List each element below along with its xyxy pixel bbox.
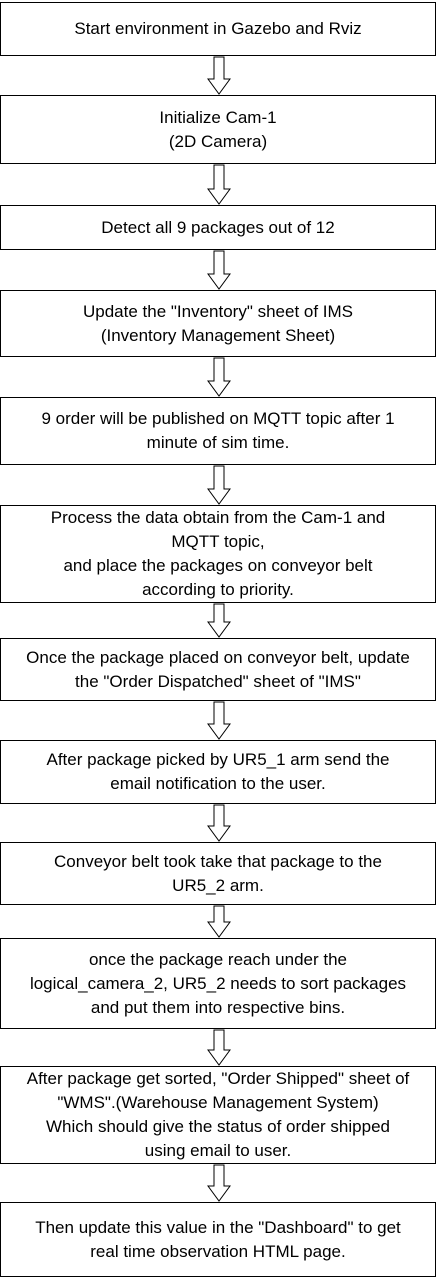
step-label-2: Initialize Cam-1 (2D Camera): [159, 107, 277, 151]
flow-arrow-6: [207, 603, 231, 638]
step-label-5: 9 order will be published on MQTT topic …: [41, 409, 395, 452]
step-box-9: Conveyor belt took take that package to …: [0, 842, 436, 905]
flow-arrow-9: [207, 905, 231, 938]
step-label-4: Update the "Inventory" sheet of IMS (Inv…: [82, 301, 354, 345]
flow-arrow-5: [207, 465, 231, 505]
step-box-7: Once the package placed on conveyor belt…: [0, 638, 436, 701]
step-box-5: 9 order will be published on MQTT topic …: [0, 397, 436, 465]
step-box-4: Update the "Inventory" sheet of IMS (Inv…: [0, 290, 436, 357]
flow-arrow-3: [207, 250, 231, 290]
flow-arrow-10: [207, 1029, 231, 1066]
step-box-2: Initialize Cam-1 (2D Camera): [0, 95, 436, 164]
flow-arrow-11: [207, 1164, 231, 1202]
step-label-10: once the package reach under the logical…: [29, 949, 407, 1017]
step-box-11: After package get sorted, "Order Shipped…: [0, 1066, 436, 1164]
step-box-3: Detect all 9 packages out of 12: [0, 205, 436, 250]
flow-arrow-2: [207, 164, 231, 205]
step-label-1: Start environment in Gazebo and Rviz: [74, 19, 362, 38]
step-box-8: After package picked by UR5_1 arm send t…: [0, 740, 436, 804]
step-label-6: Process the data obtain from the Cam-1 a…: [50, 508, 386, 599]
flow-arrow-7: [207, 701, 231, 740]
step-box-6: Process the data obtain from the Cam-1 a…: [0, 505, 436, 603]
step-label-7: Once the package placed on conveyor belt…: [26, 647, 410, 691]
step-label-3: Detect all 9 packages out of 12: [101, 217, 335, 237]
flow-arrow-8: [207, 804, 231, 842]
flow-arrow-1: [207, 56, 231, 95]
step-box-10: once the package reach under the logical…: [0, 938, 436, 1029]
step-box-12: Then update this value in the "Dashboard…: [0, 1202, 436, 1277]
step-box-1: Start environment in Gazebo and Rviz: [0, 2, 436, 56]
step-label-8: After package picked by UR5_1 arm send t…: [46, 750, 390, 793]
step-label-12: Then update this value in the "Dashboard…: [35, 1217, 401, 1261]
step-label-9: Conveyor belt took take that package to …: [54, 851, 382, 895]
flow-arrow-4: [207, 357, 231, 397]
step-label-11: After package get sorted, "Order Shipped…: [26, 1069, 410, 1160]
